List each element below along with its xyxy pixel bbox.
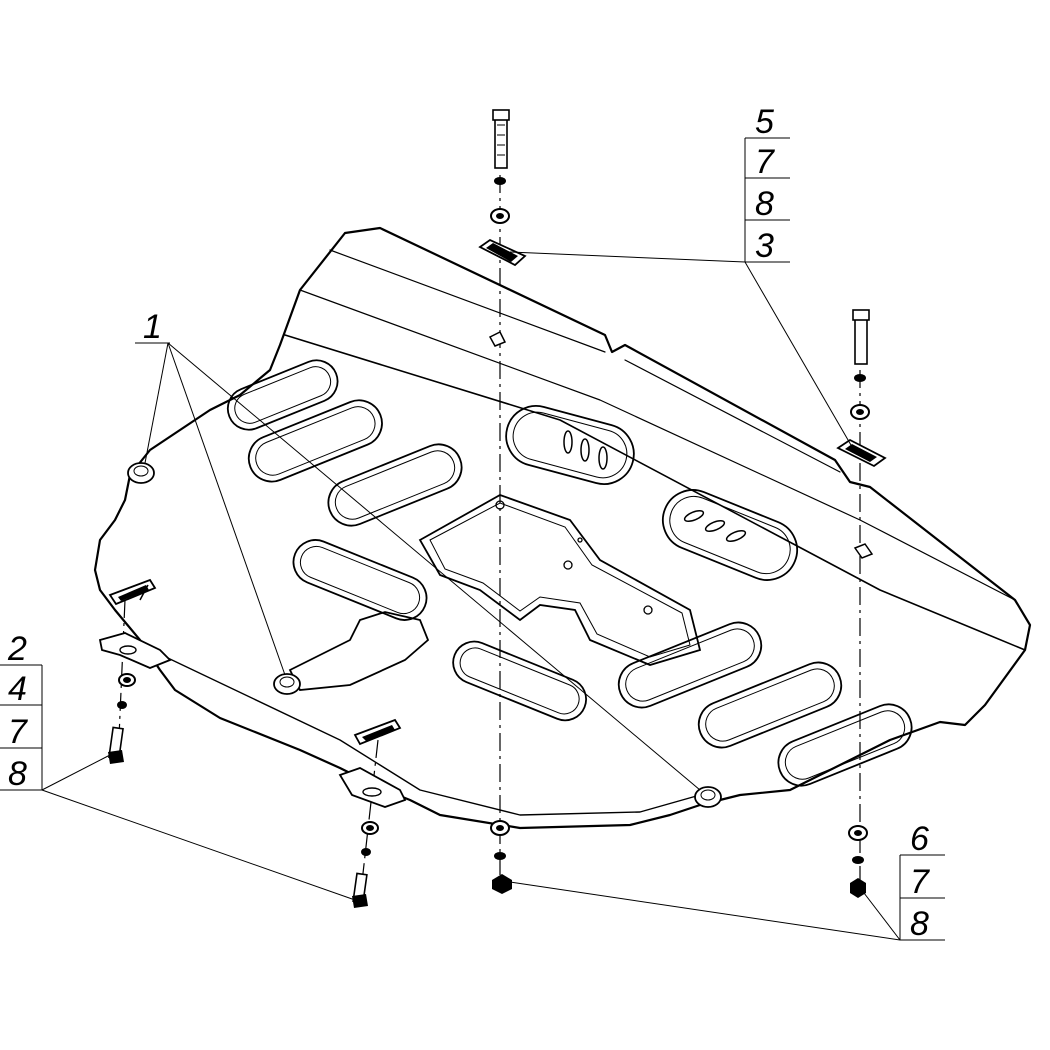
callout-top-right-3: 8 — [755, 185, 774, 223]
callout-left-1: 2 — [7, 630, 27, 668]
recess — [288, 611, 430, 691]
bracket-mid-top — [353, 718, 402, 746]
slot — [327, 443, 463, 527]
lower-lip — [129, 639, 701, 816]
slot — [697, 661, 843, 749]
slot — [505, 405, 635, 485]
stamped-slots — [226, 359, 913, 787]
slot — [662, 489, 798, 581]
callout-left-3: 7 — [8, 713, 28, 751]
callout-top-right-4: 3 — [755, 227, 774, 265]
slot-center-upper — [488, 330, 507, 347]
washer-small — [854, 374, 866, 382]
slot — [247, 399, 383, 483]
clip-nut-right — [836, 438, 887, 468]
clip-nut-center — [478, 238, 527, 267]
central-pattern-inner — [429, 502, 691, 658]
bend-line-top-2 — [299, 289, 1016, 601]
central-pattern — [418, 494, 702, 666]
washer-small — [494, 852, 506, 860]
washer-small — [361, 848, 371, 856]
bend-line-top — [284, 334, 1026, 651]
bolt-mid — [352, 872, 368, 908]
callout-bottom-right-2: 7 — [910, 863, 930, 901]
nut-right-bottom — [850, 878, 866, 898]
slot-right-upper — [853, 543, 874, 559]
washer-small — [117, 701, 127, 709]
washer-small — [494, 177, 506, 185]
callout-left-2: 4 — [8, 670, 27, 708]
skid-plate — [93, 226, 1032, 830]
callout-bottom-right-3: 8 — [910, 905, 929, 943]
bracket-left-top — [108, 578, 157, 606]
slot — [226, 359, 339, 431]
callout-bottom-right-1: 6 — [910, 820, 929, 858]
mounting-bosses — [127, 462, 722, 808]
bolt-left — [108, 726, 124, 764]
axis-lines — [117, 175, 861, 901]
nut-center-bottom — [492, 874, 512, 894]
bracket-mid-bottom — [338, 767, 407, 808]
leader-lines — [0, 137, 945, 941]
slot — [617, 621, 763, 709]
callout-left-4: 8 — [8, 755, 27, 793]
callout-top-right-1: 5 — [755, 103, 774, 141]
callout-top-right-2: 7 — [755, 143, 775, 181]
callout-part-1: 1 — [143, 308, 162, 346]
plate-outline — [93, 226, 1032, 830]
bolt-right-top — [852, 309, 870, 365]
washer-small — [852, 856, 864, 864]
bend-line-top-3 — [329, 249, 841, 473]
slot — [452, 640, 587, 722]
slot — [777, 703, 913, 787]
bracket-left-bottom — [98, 632, 172, 669]
bolt-center-top — [492, 109, 510, 169]
slot — [292, 539, 428, 621]
